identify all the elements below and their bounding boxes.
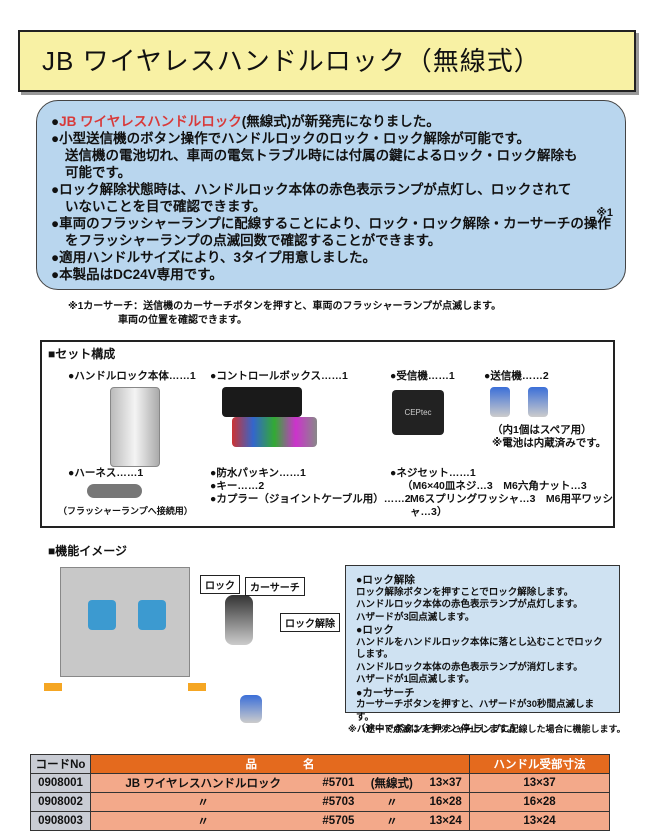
battery-note: ※電池は内蔵済みです。 [492, 437, 607, 449]
bullet: ● [51, 114, 60, 129]
function-description: ●ロック解除 ロック解除ボタンを押すことでロック解除します。 ハンドルロック本体… [345, 565, 620, 735]
section-heading: ■機能イメージ [48, 544, 128, 558]
table-row: 0908003 〃 #5705 〃 13×24 13×24 [30, 811, 610, 831]
function-text: ハンドルロック本体の赤色表示ランプが消灯します。 [356, 661, 583, 673]
cell-size: 16×28 [469, 792, 610, 812]
table-row: 0908001 JB ワイヤレスハンドルロック #5701 (無線式) 13×3… [30, 773, 610, 793]
set-item: ●ハーネス……1 [68, 467, 144, 479]
transmitter-image [225, 595, 253, 645]
cell-code: 0908003 [30, 811, 91, 831]
footnote-line: ※1カーサーチ：送信機のカーサーチボタンを押すと、車両のフラッシャーランプが点滅… [68, 301, 502, 312]
lock-icon [88, 600, 116, 630]
section-heading: ■セット構成 [48, 347, 116, 361]
cell-type: 〃 [361, 792, 423, 812]
intro-text: 送信機の電池切れ、車両の電気トラブル時には付属の鍵によるロック・ロック解除も [65, 148, 578, 163]
flasher-icon [44, 683, 62, 691]
header-code: コードNo [30, 754, 91, 774]
transmitter-note: （内1個はスペア用） [492, 424, 592, 436]
screw-detail: M6スプリングワッシャ…3 M6用平ワッシャ…3） [410, 493, 614, 518]
intro-box: ●JB ワイヤレスハンドルロック(無線式)が新発売になりました。 ●小型送信機の… [36, 100, 626, 290]
truck-rear-image [60, 567, 190, 677]
header-size: ハンドル受部寸法 [469, 754, 610, 774]
function-text: ハザードが3回点滅します。 [356, 611, 475, 623]
cell-code: 0908002 [30, 792, 91, 812]
footnote-line: 車両の位置を確認できます。 [118, 315, 247, 326]
intro-text: をフラッシャーランプの点滅回数で確認することができます。 [65, 233, 442, 248]
control-box-image [222, 387, 302, 417]
function-text: ハザードが1回点滅します。 [356, 674, 475, 685]
lock-icon [138, 600, 166, 630]
transmitter-image [528, 387, 548, 417]
wire-harness-image [232, 417, 317, 447]
set-item: ●カプラー（ジョイントケーブル用）……2 [210, 493, 411, 505]
receiver-image: CEPtec [392, 390, 444, 435]
table-row: 0908002 〃 #5703 〃 16×28 16×28 [30, 792, 610, 812]
intro-text: ロック解除状態時は、ハンドルロック本体の赤色表示ランプが点灯し、ロックされて [59, 182, 572, 197]
callout-car-search: カーサーチ [245, 577, 305, 596]
intro-text: 可能です。 [65, 165, 132, 180]
hazard-note: ※ハザード点滅はフラッシャーランプに配線した場合に機能します。 [348, 724, 626, 734]
function-text: ロック解除ボタンを押すことでロック解除します。 [356, 586, 574, 598]
intro-text: 本製品はDC24V専用です。 [59, 267, 223, 282]
function-text: ハンドルロック本体の赤色表示ランプが点灯します。 [356, 599, 583, 610]
set-item: ●ハンドルロック本体……1 [68, 370, 196, 382]
header-name: 品 名 [90, 754, 470, 774]
function-title: ●ロック [356, 624, 394, 636]
intro-text: 適用ハンドルサイズにより、3タイプ用意しました。 [59, 250, 376, 265]
function-text: （途中でボタンを押すと停止します。） [356, 724, 522, 735]
set-item: ●送信機……2 [484, 370, 549, 382]
intro-text: いないことを目で確認できます。 [65, 199, 267, 214]
cell-name: 〃 [90, 792, 316, 812]
set-item: ●キー……2 [210, 480, 265, 492]
function-title: ●ロック解除 [356, 574, 415, 586]
intro-text: 小型送信機のボタン操作でハンドルロックのロック・ロック解除が可能です。 [59, 131, 531, 146]
cell-name: 〃 [90, 811, 316, 831]
cell-model: #5703 [315, 792, 362, 812]
callout-lock: ロック [200, 575, 240, 594]
intro-text: 車両のフラッシャーランプに配線することにより、ロック・ロック解除・カーサーチの操… [59, 216, 611, 231]
cell-type: 〃 [361, 811, 423, 831]
set-contents: ■セット構成 ●ハンドルロック本体……1 ●コントロールボックス……1 ●受信機… [40, 340, 615, 528]
footnote-mark: ※1 [596, 207, 613, 219]
cell-dim: 13×37 [422, 773, 471, 793]
product-name: JB ワイヤレスハンドルロック [59, 114, 242, 129]
harness-note: （フラッシャーランプへ接続用） [58, 506, 193, 516]
cell-size: 13×24 [469, 811, 610, 831]
cell-name: JB ワイヤレスハンドルロック [90, 773, 316, 793]
callout-unlock: ロック解除 [280, 613, 340, 632]
function-text: ハンドルをハンドルロック本体に落とし込むことでロックします。 [356, 636, 603, 661]
function-title: ●カーサーチ [356, 686, 415, 699]
screw-detail: （M6×40皿ネジ…3 M6六角ナット…3 [402, 480, 587, 492]
page-title: JB ワイヤレスハンドルロック（無線式） [18, 30, 636, 92]
transmitter-image [490, 387, 510, 417]
cell-size: 13×37 [469, 773, 610, 793]
footnote: ※1カーサーチ：送信機のカーサーチボタンを押すと、車両のフラッシャーランプが点滅… [68, 300, 501, 328]
cell-type: (無線式) [361, 773, 423, 793]
cell-model: #5705 [315, 811, 362, 831]
table-header: コードNo 品 名 ハンドル受部寸法 [30, 754, 610, 774]
function-text: カーサーチボタンを押すと、ハザードが30秒間点滅します。 [356, 699, 594, 723]
function-illustration: ロック カーサーチ ロック解除 [40, 565, 340, 725]
harness-image [87, 484, 142, 498]
set-item: ●防水パッキン……1 [210, 467, 306, 479]
cell-code: 0908001 [30, 773, 91, 793]
product-table: コードNo 品 名 ハンドル受部寸法 0908001 JB ワイヤレスハンドルロ… [30, 754, 610, 831]
flasher-icon [188, 683, 206, 691]
intro-text: (無線式)が新発売になりました。 [241, 114, 440, 129]
handle-lock-image [110, 387, 160, 467]
cell-dim: 13×24 [422, 811, 471, 831]
set-item: ●受信機……1 [390, 370, 455, 382]
set-item: ●コントロールボックス……1 [210, 370, 348, 382]
cell-dim: 16×28 [422, 792, 471, 812]
cell-model: #5701 [315, 773, 362, 793]
set-item: ●ネジセット……1 [390, 467, 476, 479]
transmitter-image [240, 695, 262, 723]
